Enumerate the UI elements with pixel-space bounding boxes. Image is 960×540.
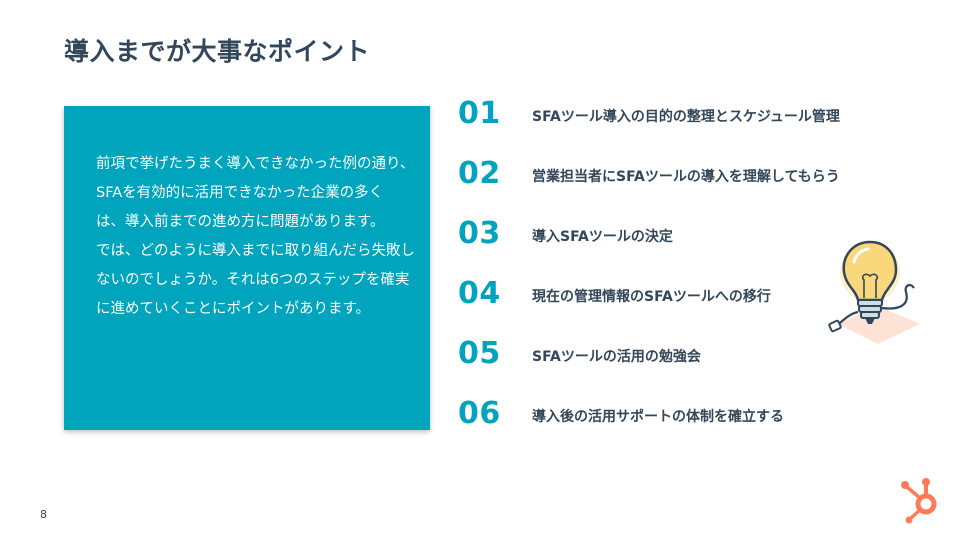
step-label: 営業担当者にSFAツールの導入を理解してもらう — [532, 169, 840, 185]
intro-line: では、どのように導入までに取り組んだら失敗し — [96, 243, 415, 259]
hubspot-logo — [901, 478, 937, 524]
step-item: 04 現在の管理情報のSFAツールへの移行 — [458, 276, 898, 316]
step-label: SFAツール導入の目的の整理とスケジュール管理 — [532, 109, 840, 125]
step-number: 04 — [458, 276, 501, 311]
step-label: 導入SFAツールの決定 — [532, 229, 673, 245]
intro-line: に進めていくことにポイントがあります。 — [96, 301, 371, 317]
step-number: 05 — [458, 336, 501, 371]
step-item: 01 SFAツール導入の目的の整理とスケジュール管理 — [458, 96, 898, 136]
step-number: 06 — [458, 396, 501, 431]
step-item: 06 導入後の活用サポートの体制を確立する — [458, 396, 898, 436]
step-item: 05 SFAツールの活用の勉強会 — [458, 336, 898, 376]
lightbulb-icon — [828, 240, 920, 344]
intro-line: 前項で挙げたうまく導入できなかった例の通り、 — [96, 156, 415, 172]
intro-box: 前項で挙げたうまく導入できなかった例の通り、 SFAを有効的に活用できなかった企… — [64, 106, 430, 430]
step-number: 02 — [458, 156, 501, 191]
intro-line: ないのでしょうか。それは6つのステップを確実 — [96, 272, 410, 288]
slide-title: 導入までが大事なポイント — [64, 37, 371, 66]
step-item: 03 導入SFAツールの決定 — [458, 216, 898, 256]
step-number: 01 — [458, 96, 501, 131]
intro-line: は、導入前までの進め方に問題があります。 — [96, 214, 385, 230]
step-number: 03 — [458, 216, 501, 251]
page-number: 8 — [40, 508, 47, 521]
step-label: 現在の管理情報のSFAツールへの移行 — [532, 289, 771, 305]
intro-line: SFAを有効的に活用できなかった企業の多く — [96, 185, 384, 201]
step-label: SFAツールの活用の勉強会 — [532, 349, 701, 365]
step-label: 導入後の活用サポートの体制を確立する — [532, 409, 784, 425]
step-item: 02 営業担当者にSFAツールの導入を理解してもらう — [458, 156, 898, 196]
